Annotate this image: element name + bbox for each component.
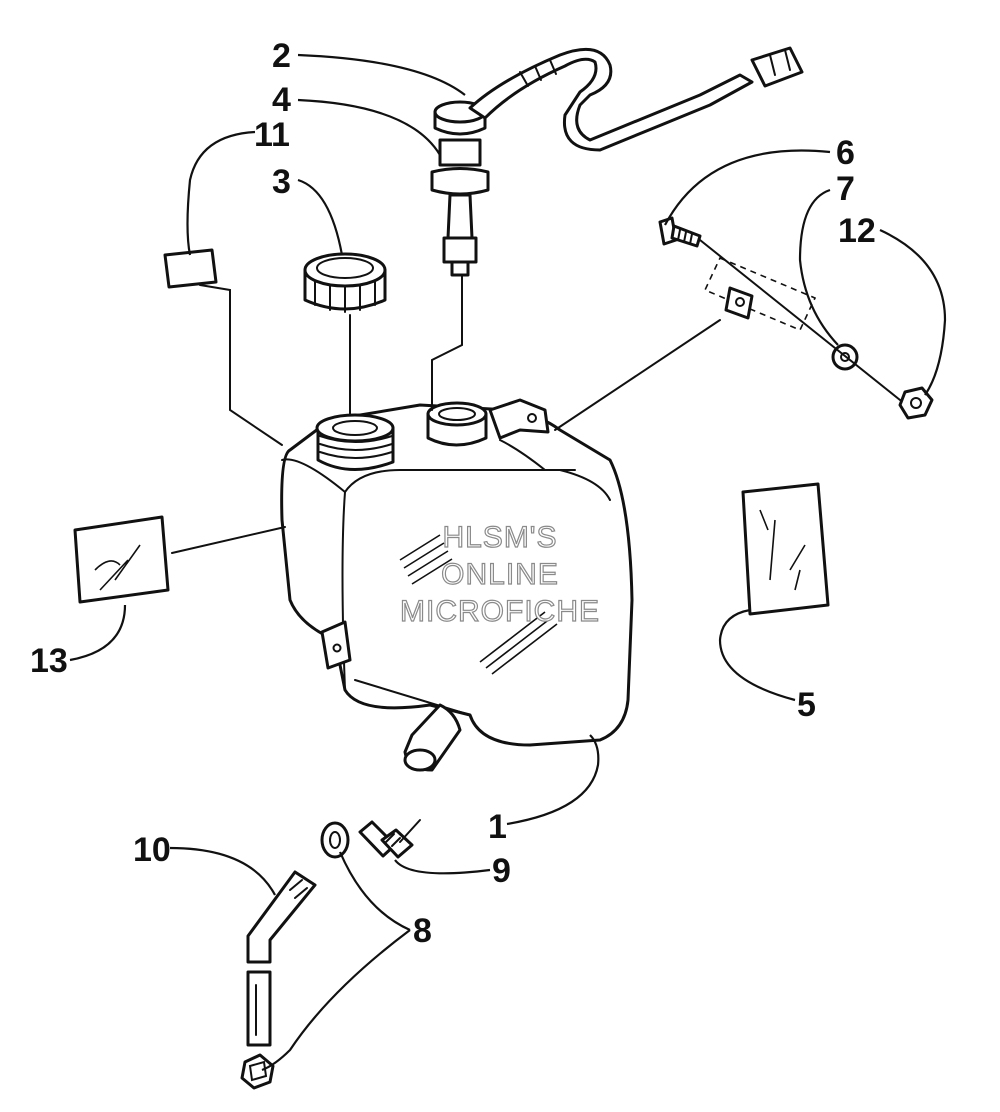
callout-10: 10 — [133, 831, 171, 869]
warning-label-5 — [741, 482, 830, 616]
callout-13: 13 — [30, 642, 68, 680]
callout-4: 4 — [272, 81, 291, 119]
callout-12: 12 — [838, 212, 876, 250]
watermark-line-2: ONLINE — [441, 558, 559, 591]
callout-5: 5 — [797, 686, 816, 724]
callout-9: 9 — [492, 852, 511, 890]
spacer-bushing — [703, 256, 817, 332]
callout-7: 7 — [836, 170, 855, 208]
oil-tank — [280, 398, 634, 747]
callout-11: 11 — [254, 116, 290, 154]
watermark: HLSM'S ONLINE MICROFICHE — [399, 520, 600, 628]
watermark-line-1: HLSM'S — [442, 521, 557, 554]
mount-screw — [658, 216, 702, 248]
watermark-line-3: MICROFICHE — [400, 595, 600, 628]
callout-6: 6 — [836, 134, 855, 172]
outlet-spout — [403, 703, 462, 772]
lock-nut — [898, 386, 934, 420]
callout-2: 2 — [272, 37, 291, 75]
callout-1: 1 — [488, 808, 507, 846]
small-decal — [163, 248, 218, 289]
oil-level-sensor — [430, 100, 490, 277]
callout-8: 8 — [413, 912, 432, 950]
leader-lines — [69, 53, 947, 1072]
hose-clamp-lower — [240, 1053, 275, 1090]
wire-harness — [468, 46, 804, 152]
oil-hose — [246, 870, 317, 1047]
fill-neck — [315, 413, 395, 472]
hose-fitting — [358, 820, 414, 859]
hose-clamp-upper — [320, 821, 350, 859]
callout-3: 3 — [272, 163, 291, 201]
sender-port — [426, 401, 488, 447]
tank-cap — [303, 252, 387, 313]
warning-label-13 — [73, 515, 170, 604]
